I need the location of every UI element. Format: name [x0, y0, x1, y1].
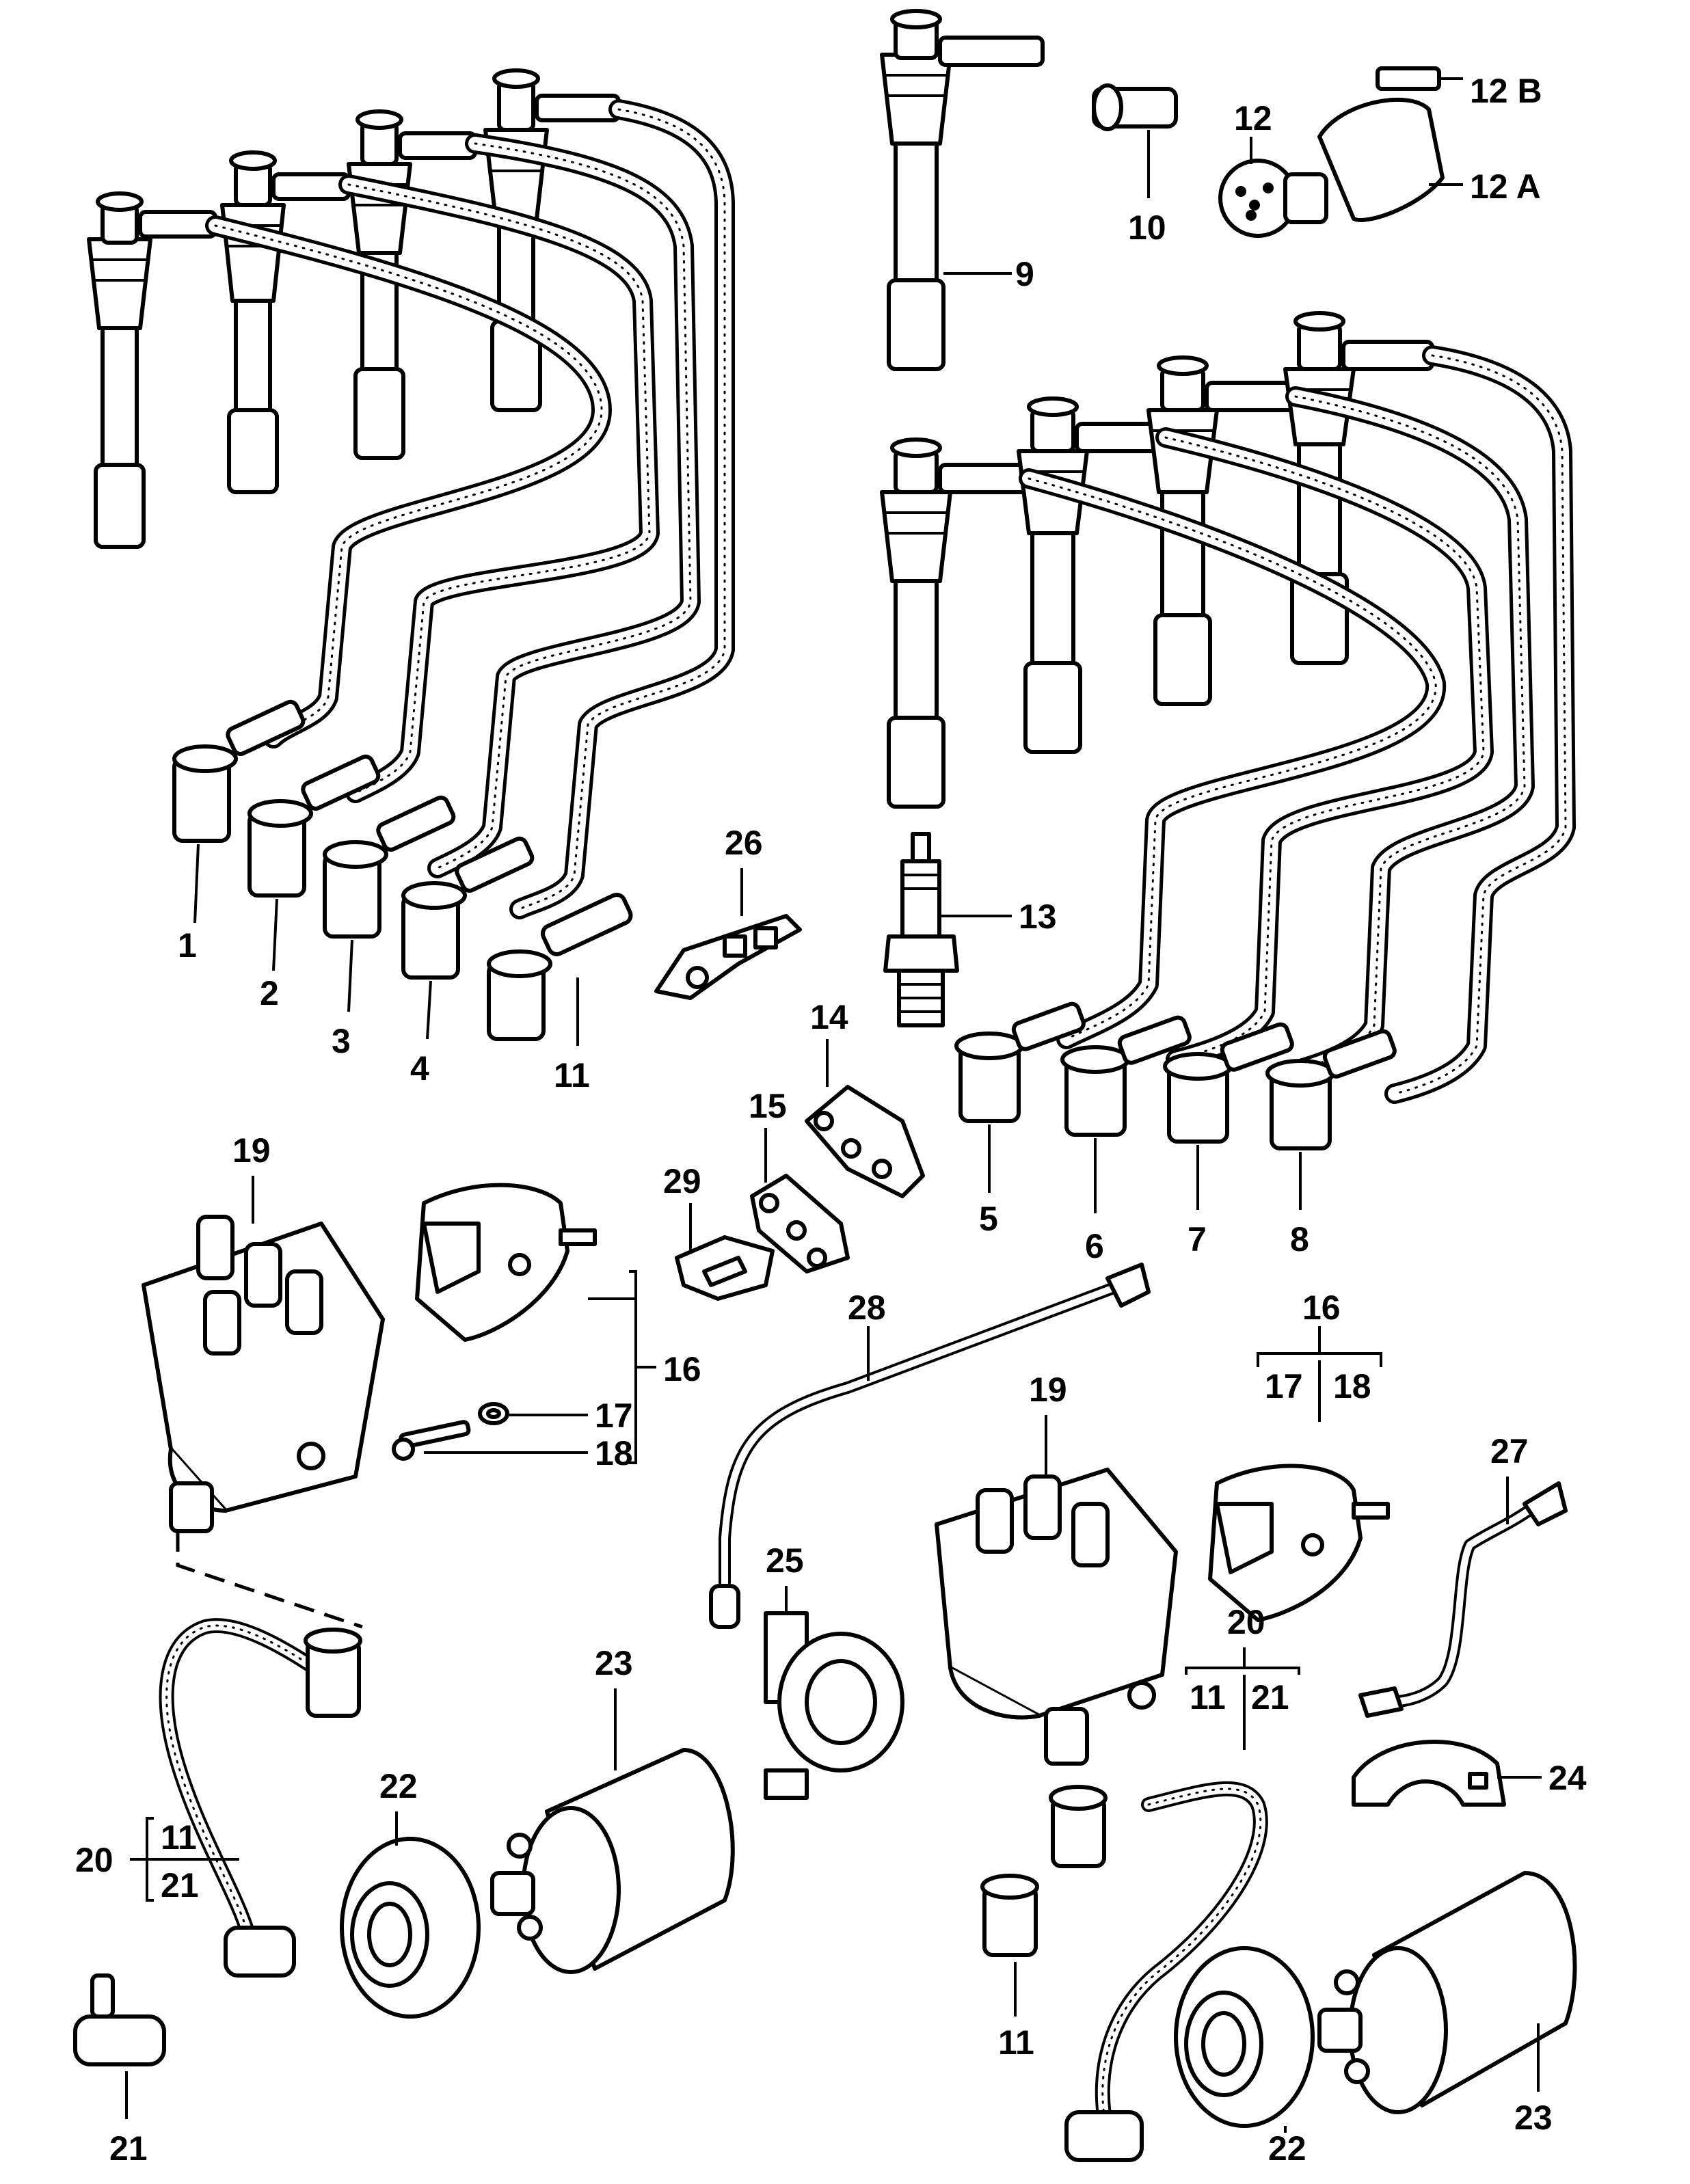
callout-16-left: 16	[663, 1350, 701, 1388]
callout-5: 5	[979, 1200, 998, 1238]
callout-24: 24	[1548, 1759, 1587, 1797]
callout-8: 8	[1290, 1220, 1309, 1258]
ignition-cable-icon	[1155, 427, 1494, 1070]
ignition-cable-icon	[338, 174, 660, 803]
connector-part-12	[1218, 66, 1463, 238]
callout-10: 10	[1128, 208, 1166, 247]
callout-14: 14	[810, 998, 848, 1036]
ignition-coil-icon	[490, 1688, 735, 1974]
spark-plug-connector-icon	[954, 1001, 1086, 1123]
spark-plug-connector-icon	[1163, 1022, 1294, 1144]
spark-plug-connector-icon	[247, 754, 381, 898]
distributor-cap-icon	[935, 1415, 1178, 1766]
ignition-cable-icon	[427, 133, 701, 878]
bracket-part-15	[750, 1128, 850, 1273]
ignition-cable-icon	[1019, 468, 1447, 1049]
callout-26: 26	[725, 824, 763, 862]
ignition-coil-icon	[1317, 1871, 1577, 2114]
spark-plug-icon	[883, 832, 1012, 1027]
callout-16-right: 16	[1302, 1289, 1341, 1327]
callout-13: 13	[1019, 898, 1057, 936]
callout-11-left: 11	[554, 1056, 590, 1094]
callout-17-left: 17	[595, 1397, 633, 1435]
spark-plug-connector-icon	[401, 836, 535, 980]
distributor-rotor-assembly-16	[1208, 1326, 1390, 1622]
callout-3: 3	[332, 1022, 351, 1060]
boot-part-22-right	[1174, 1946, 1315, 2133]
callout-23-right: 23	[1514, 2099, 1553, 2137]
callout-20-left-11: 11	[161, 1818, 197, 1857]
right-ignition-lead-set	[880, 311, 1576, 1213]
callout-12a: 12 A	[1470, 167, 1541, 206]
spark-plug-connector-icon	[880, 437, 1031, 809]
adapter-part-10	[1092, 83, 1178, 198]
callout-25: 25	[766, 1541, 804, 1580]
ignition-cable-icon	[509, 99, 735, 919]
connector-part-21	[73, 1973, 166, 2119]
distributor-rotor-assembly-16	[415, 1183, 656, 1464]
spark-plug-connector-icon	[487, 893, 633, 1041]
callout-19-right: 19	[1029, 1371, 1067, 1409]
callout-9: 9	[1015, 255, 1034, 293]
callout-20-right-11: 11	[1190, 1678, 1226, 1716]
callout-17-right: 17	[1265, 1367, 1303, 1405]
callout-18-left: 18	[595, 1434, 633, 1472]
callout-23-left: 23	[595, 1644, 633, 1682]
boot-part-22-left	[340, 1811, 481, 2019]
callout-15: 15	[749, 1087, 787, 1125]
callout-22-left: 22	[379, 1767, 418, 1805]
coil-lead-part-20-right	[980, 1647, 1300, 2162]
callout-1: 1	[178, 926, 197, 965]
callout-20-left-21: 21	[161, 1866, 199, 1904]
callout-27: 27	[1490, 1432, 1529, 1470]
spark-plug-connector-icon	[1265, 1029, 1397, 1150]
callout-20-right-21: 21	[1251, 1678, 1289, 1716]
bracket-part-24	[1352, 1740, 1542, 1807]
screw-part-18	[392, 1420, 588, 1461]
callout-11-right: 11	[998, 2023, 1034, 2062]
bracket-part-14	[805, 1039, 925, 1198]
ignition-cable-icon	[205, 215, 612, 749]
spark-plug-connector-icon	[87, 191, 217, 549]
callout-20-left: 20	[75, 1841, 113, 1879]
spark-plug-connector-icon	[1017, 396, 1168, 754]
coil-lead-part-20-left	[130, 1618, 362, 1978]
ignition-cable-icon	[1095, 1781, 1268, 2140]
distributor-cap-icon	[142, 1176, 385, 1533]
callout-22-right: 22	[1268, 2129, 1306, 2168]
spark-plug-connector-icon	[172, 699, 306, 843]
callout-20-right: 20	[1227, 1603, 1265, 1641]
ground-strap-part-27	[1358, 1477, 1568, 1718]
callout-12b: 12 B	[1470, 72, 1542, 110]
spark-plug-connector-icon	[1060, 1015, 1192, 1137]
callout-4: 4	[410, 1049, 429, 1088]
callout-19-left: 19	[232, 1131, 271, 1170]
bracket-part-26	[654, 868, 802, 1000]
spark-plug-connector-icon	[323, 795, 456, 939]
clamp-part-25	[764, 1586, 904, 1800]
washer-part-17	[478, 1402, 588, 1425]
callout-6: 6	[1085, 1227, 1104, 1265]
callout-18-right: 18	[1333, 1367, 1371, 1405]
callout-28: 28	[848, 1289, 886, 1327]
single-spark-plug-connector	[880, 9, 1045, 371]
left-ignition-lead-set	[87, 68, 735, 1046]
ground-strap-part-28	[709, 1263, 1151, 1629]
ignition-cable-icon	[159, 1618, 322, 1935]
callout-7: 7	[1188, 1220, 1207, 1258]
ignition-cable-icon	[1384, 345, 1576, 1104]
clip-part-29	[675, 1203, 775, 1301]
callout-12: 12	[1234, 99, 1272, 137]
callout-29: 29	[663, 1162, 701, 1200]
callout-21: 21	[109, 2129, 148, 2168]
callout-2: 2	[260, 974, 279, 1012]
spark-plug-connector-icon	[220, 150, 351, 494]
dashed-connection-line	[176, 1531, 363, 1629]
